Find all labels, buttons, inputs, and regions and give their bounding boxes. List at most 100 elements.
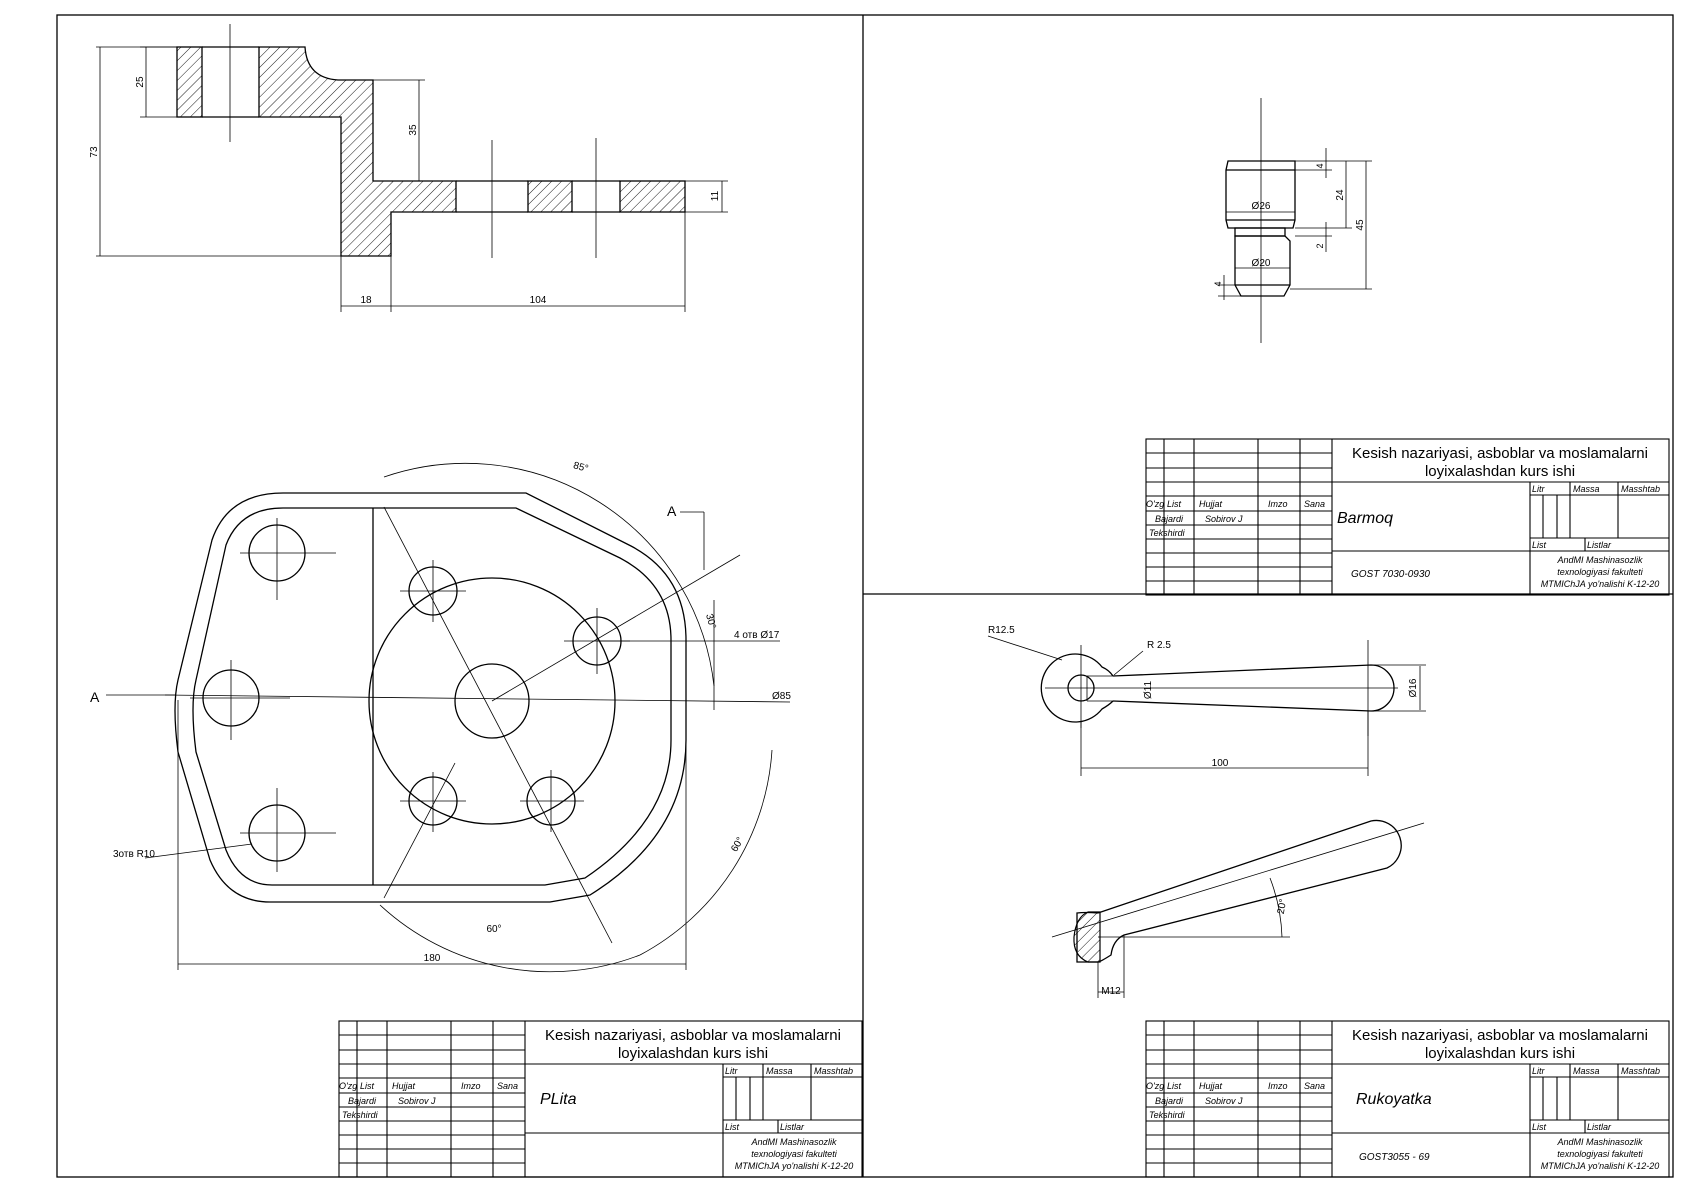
- org-line1: AndMI Mashinasozlik: [750, 1137, 837, 1147]
- dim-35: 35: [408, 124, 419, 136]
- org-line3: MTMIChJA yo'nalishi K-12-20: [735, 1161, 853, 1171]
- dim-angle-20: 20°: [1276, 898, 1289, 915]
- row-tekshirdi: Tekshirdi: [1149, 528, 1186, 538]
- barmoq-body: [1225, 160, 1296, 297]
- dim-d26: Ø26: [1252, 201, 1271, 212]
- dim-180: 180: [424, 953, 441, 964]
- col-izm: O'zg: [1146, 499, 1164, 509]
- dim-h4-bottom: 4: [1213, 281, 1223, 286]
- handle-side-hatch: [1073, 911, 1101, 963]
- rukoyatka-view: R12.5 R 2.5 Ø11 Ø16 100 20° M12: [987, 625, 1426, 998]
- dim-25: 25: [135, 76, 146, 88]
- org-line1: AndMI Mashinasozlik: [1556, 555, 1643, 565]
- course-title-line2: loyixalashdan kurs ishi: [1425, 1045, 1575, 1062]
- dim-d11: Ø11: [1143, 680, 1154, 699]
- org-line2: texnologiyasi fakulteti: [1557, 567, 1644, 577]
- col-sana: Sana: [1304, 1081, 1325, 1091]
- label-listlar: Listlar: [1587, 1122, 1612, 1132]
- author-name: Sobirov J: [1205, 514, 1243, 524]
- author-name: Sobirov J: [1205, 1096, 1243, 1106]
- org-line2: texnologiyasi fakulteti: [1557, 1149, 1644, 1159]
- course-title-line1: Kesish nazariyasi, asboblar va moslamala…: [1352, 1027, 1648, 1044]
- label-masshtab: Masshtab: [1621, 1066, 1660, 1076]
- label-massa: Massa: [766, 1066, 793, 1076]
- barmoq-dimension-lines: [1218, 148, 1372, 300]
- col-list: List: [1167, 1081, 1182, 1091]
- plate-outline: [174, 492, 687, 903]
- title-block-barmoq: Kesish nazariyasi, asboblar va moslamala…: [1145, 438, 1670, 596]
- row-tekshirdi: Tekshirdi: [342, 1110, 379, 1120]
- section-hatched-areas: [176, 46, 686, 257]
- plan-dimension-lines: [106, 463, 780, 973]
- col-list: List: [360, 1081, 375, 1091]
- part-name: Rukoyatka: [1356, 1091, 1432, 1108]
- dim-len-100: 100: [1212, 758, 1229, 769]
- dim-104: 104: [530, 295, 547, 306]
- dim-holes-3: 3отв R10: [113, 849, 155, 860]
- dim-18: 18: [360, 295, 372, 306]
- standard-number: GOST3055 - 69: [1359, 1152, 1430, 1163]
- org-line2: texnologiyasi fakulteti: [751, 1149, 838, 1159]
- label-massa: Massa: [1573, 1066, 1600, 1076]
- col-imzo: Imzo: [1268, 1081, 1288, 1091]
- label-litr: Litr: [1532, 484, 1546, 494]
- title-block-rukoyatka: Kesish nazariyasi, asboblar va moslamala…: [1145, 1020, 1670, 1178]
- label-listlar: Listlar: [1587, 540, 1612, 550]
- course-title-line1: Kesish nazariyasi, asboblar va moslamala…: [545, 1027, 841, 1044]
- section-centerlines: [229, 24, 597, 258]
- dim-h45: 45: [1355, 219, 1366, 231]
- row-tekshirdi: Tekshirdi: [1149, 1110, 1186, 1120]
- dim-11: 11: [710, 190, 721, 201]
- col-sana: Sana: [1304, 499, 1325, 509]
- dim-holes-4: 4 отв Ø17: [734, 630, 780, 641]
- standard-number: GOST 7030-0930: [1351, 569, 1430, 580]
- course-title-line1: Kesish nazariyasi, asboblar va moslamala…: [1352, 445, 1648, 462]
- dim-r125: R12.5: [988, 625, 1015, 636]
- plita-section-view: 25 73 35 11 18 104: [89, 24, 728, 312]
- course-title-line2: loyixalashdan kurs ishi: [1425, 463, 1575, 480]
- org-line3: MTMIChJA yo'nalishi K-12-20: [1541, 1161, 1659, 1171]
- sheet-frames: [56, 14, 1674, 1178]
- dim-d16: Ø16: [1408, 678, 1419, 697]
- label-litr: Litr: [725, 1066, 739, 1076]
- col-hujjat: Hujjat: [392, 1081, 416, 1091]
- dim-dia-85: Ø85: [772, 691, 791, 702]
- section-dimension-lines: [96, 46, 728, 312]
- label-listlar: Listlar: [780, 1122, 805, 1132]
- label-list: List: [725, 1122, 740, 1132]
- handle-plan-centerlines: [1045, 640, 1398, 736]
- plan-centerlines: [164, 506, 791, 944]
- dim-h24: 24: [1335, 189, 1346, 201]
- col-sana: Sana: [497, 1081, 518, 1091]
- dim-angle-85: 85°: [572, 460, 589, 475]
- title-block-plita: Kesish nazariyasi, asboblar va moslamala…: [338, 1020, 863, 1178]
- handle-side-lines: [1051, 822, 1425, 998]
- dim-r25: R 2.5: [1147, 640, 1171, 651]
- org-line3: MTMIChJA yo'nalishi K-12-20: [1541, 579, 1659, 589]
- row-bajardi: Bajardi: [348, 1096, 377, 1106]
- handle-plan-dimensions: [987, 635, 1426, 776]
- cut-label-left: A: [90, 689, 100, 705]
- part-name: Barmoq: [1337, 510, 1393, 527]
- dim-thread-m12: M12: [1101, 986, 1121, 997]
- handle-side: [1076, 819, 1402, 963]
- col-list: List: [1167, 499, 1182, 509]
- col-izm: O'zg: [339, 1081, 357, 1091]
- cut-label-top: A: [667, 503, 677, 519]
- dim-d20: Ø20: [1252, 258, 1271, 269]
- course-title-line2: loyixalashdan kurs ishi: [618, 1045, 768, 1062]
- col-hujjat: Hujjat: [1199, 1081, 1223, 1091]
- label-litr: Litr: [1532, 1066, 1546, 1076]
- dim-angle-30: 30°: [703, 613, 718, 630]
- author-name: Sobirov J: [398, 1096, 436, 1106]
- barmoq-view: Ø26 Ø20 4 24 45 2 4: [1213, 98, 1372, 343]
- label-list: List: [1532, 1122, 1547, 1132]
- label-massa: Massa: [1573, 484, 1600, 494]
- label-list: List: [1532, 540, 1547, 550]
- col-imzo: Imzo: [461, 1081, 481, 1091]
- label-masshtab: Masshtab: [1621, 484, 1660, 494]
- plita-plan-view: 85° 30° 60° 60° 4 отв Ø17 Ø85 3отв R10 1…: [90, 460, 791, 973]
- col-izm: O'zg: [1146, 1081, 1164, 1091]
- org-line1: AndMI Mashinasozlik: [1556, 1137, 1643, 1147]
- dim-h4-top: 4: [1315, 163, 1325, 168]
